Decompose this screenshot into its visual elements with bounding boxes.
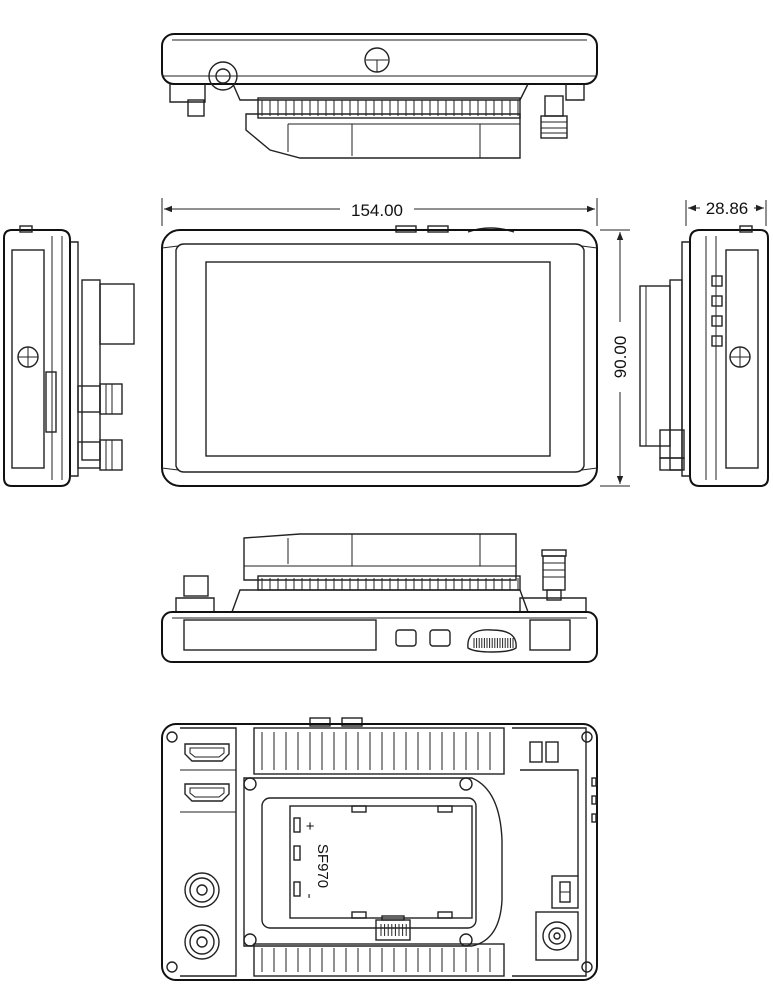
battery-slot — [289, 805, 473, 919]
height-label: 90.00 — [611, 336, 630, 379]
battery-plus-label: + — [301, 822, 318, 831]
battery-model-label: SF970 — [314, 844, 331, 888]
right-side-view — [639, 225, 769, 487]
height-dimension: 90.00 — [600, 229, 630, 487]
headphone-jack-icon — [208, 61, 238, 91]
battery-contacts-icon — [375, 915, 411, 941]
menu-button — [395, 629, 417, 647]
top-view — [161, 33, 598, 159]
width-dimension: 154.00 — [161, 198, 598, 226]
bottom-view — [161, 533, 598, 663]
screen-display — [205, 261, 551, 457]
dc-power-port-icon — [542, 921, 572, 951]
left-side-view — [3, 225, 135, 487]
bnc-port-icon — [184, 872, 220, 908]
power-switch-icon — [551, 875, 579, 909]
rear-view: + SF970 - — [161, 717, 598, 981]
bnc-port-icon — [184, 924, 220, 960]
exit-button — [429, 629, 451, 647]
depth-dimension: 28.86 — [685, 199, 767, 226]
width-label: 154.00 — [351, 201, 403, 220]
front-view — [161, 225, 598, 487]
hdmi-port-icon — [184, 743, 230, 762]
battery-minus-label: - — [301, 894, 318, 899]
scroll-wheel-icon — [467, 629, 517, 653]
depth-label: 28.86 — [706, 199, 749, 218]
hdmi-port-icon — [184, 783, 230, 802]
